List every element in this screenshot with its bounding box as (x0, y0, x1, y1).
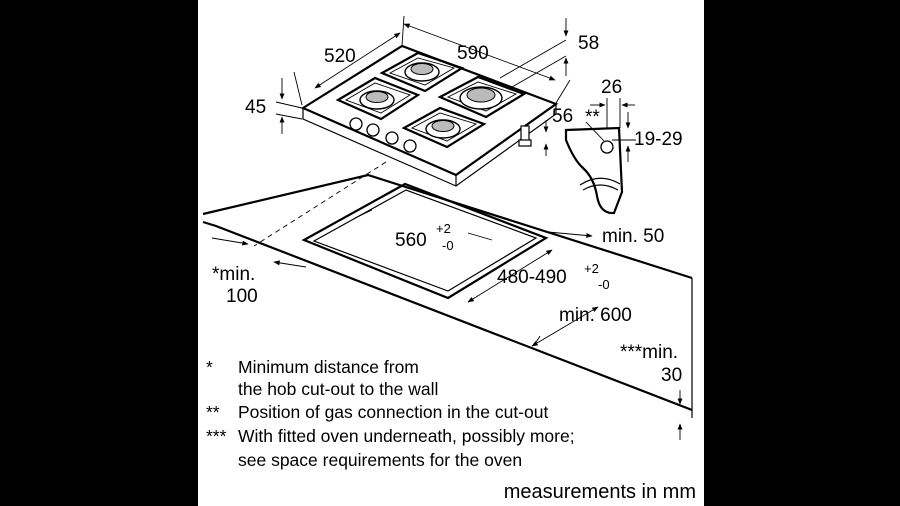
dim-side-height: 56 (552, 106, 573, 127)
worktop-back-edge (202, 173, 693, 280)
fixing-clip-detail (564, 121, 624, 215)
dim-min-back: min. 600 (559, 305, 632, 326)
note-3-line2: see space requirements for the oven (238, 450, 522, 470)
dim-clip-width: 26 (601, 77, 622, 98)
control-knobs (349, 117, 417, 153)
dim-cutout-width-tol-bot: -0 (442, 238, 454, 253)
dim-hob-depth: 520 (324, 46, 356, 67)
note-1-line2: the hob cut-out to the wall (238, 379, 438, 399)
dim-cutout-depth-tol-top: +2 (584, 261, 599, 276)
note-1-marker: * (206, 357, 213, 377)
dim-hob-height: 45 (245, 97, 266, 118)
note-2-line1: Position of gas connection in the cut-ou… (238, 402, 548, 422)
dim-worktop-range: 19-29 (634, 129, 683, 150)
dim-min-oven-line2: 30 (661, 365, 682, 386)
burner-right-wok (459, 86, 503, 110)
note-3-marker: *** (206, 426, 227, 446)
gas-connector (518, 125, 532, 147)
notes-legend: * Minimum distance from the hob cut-out … (206, 357, 575, 470)
dim-min-oven-line1: ***min. (620, 342, 678, 363)
note-3-line1: With fitted oven underneath, possibly mo… (238, 426, 575, 446)
dim-hob-width: 590 (457, 43, 489, 64)
dim-cutout-width-tol-top: +2 (436, 221, 451, 236)
burner-back (404, 62, 440, 82)
dimension-labels: 520 590 58 45 56 26 ** 19-29 560 +2 -0 4… (212, 33, 683, 386)
dim-min-front: min. 50 (602, 226, 664, 247)
hob-cutout (301, 182, 549, 300)
worktop-front-edge (202, 220, 693, 412)
units-footer: measurements in mm (504, 481, 696, 503)
burner-front (425, 119, 461, 139)
burner-left (359, 90, 395, 110)
dim-min-side-line2: 100 (226, 286, 258, 307)
projection-line (253, 161, 387, 247)
dim-cutout-depth: 480-490 (497, 267, 567, 288)
dim-glass-thickness: 58 (578, 33, 599, 54)
note-2-marker: ** (206, 402, 220, 422)
dim-clip-marker: ** (585, 107, 600, 128)
worktop-drawing (202, 173, 693, 418)
dim-cutout-width: 560 (395, 230, 427, 251)
hob-edge (302, 104, 557, 187)
note-1-line1: Minimum distance from (238, 357, 419, 377)
dim-min-side-line1: *min. (212, 264, 255, 285)
dim-cutout-depth-tol-bot: -0 (598, 277, 610, 292)
dimension-lines (211, 15, 683, 440)
hob-drawing (300, 44, 559, 187)
